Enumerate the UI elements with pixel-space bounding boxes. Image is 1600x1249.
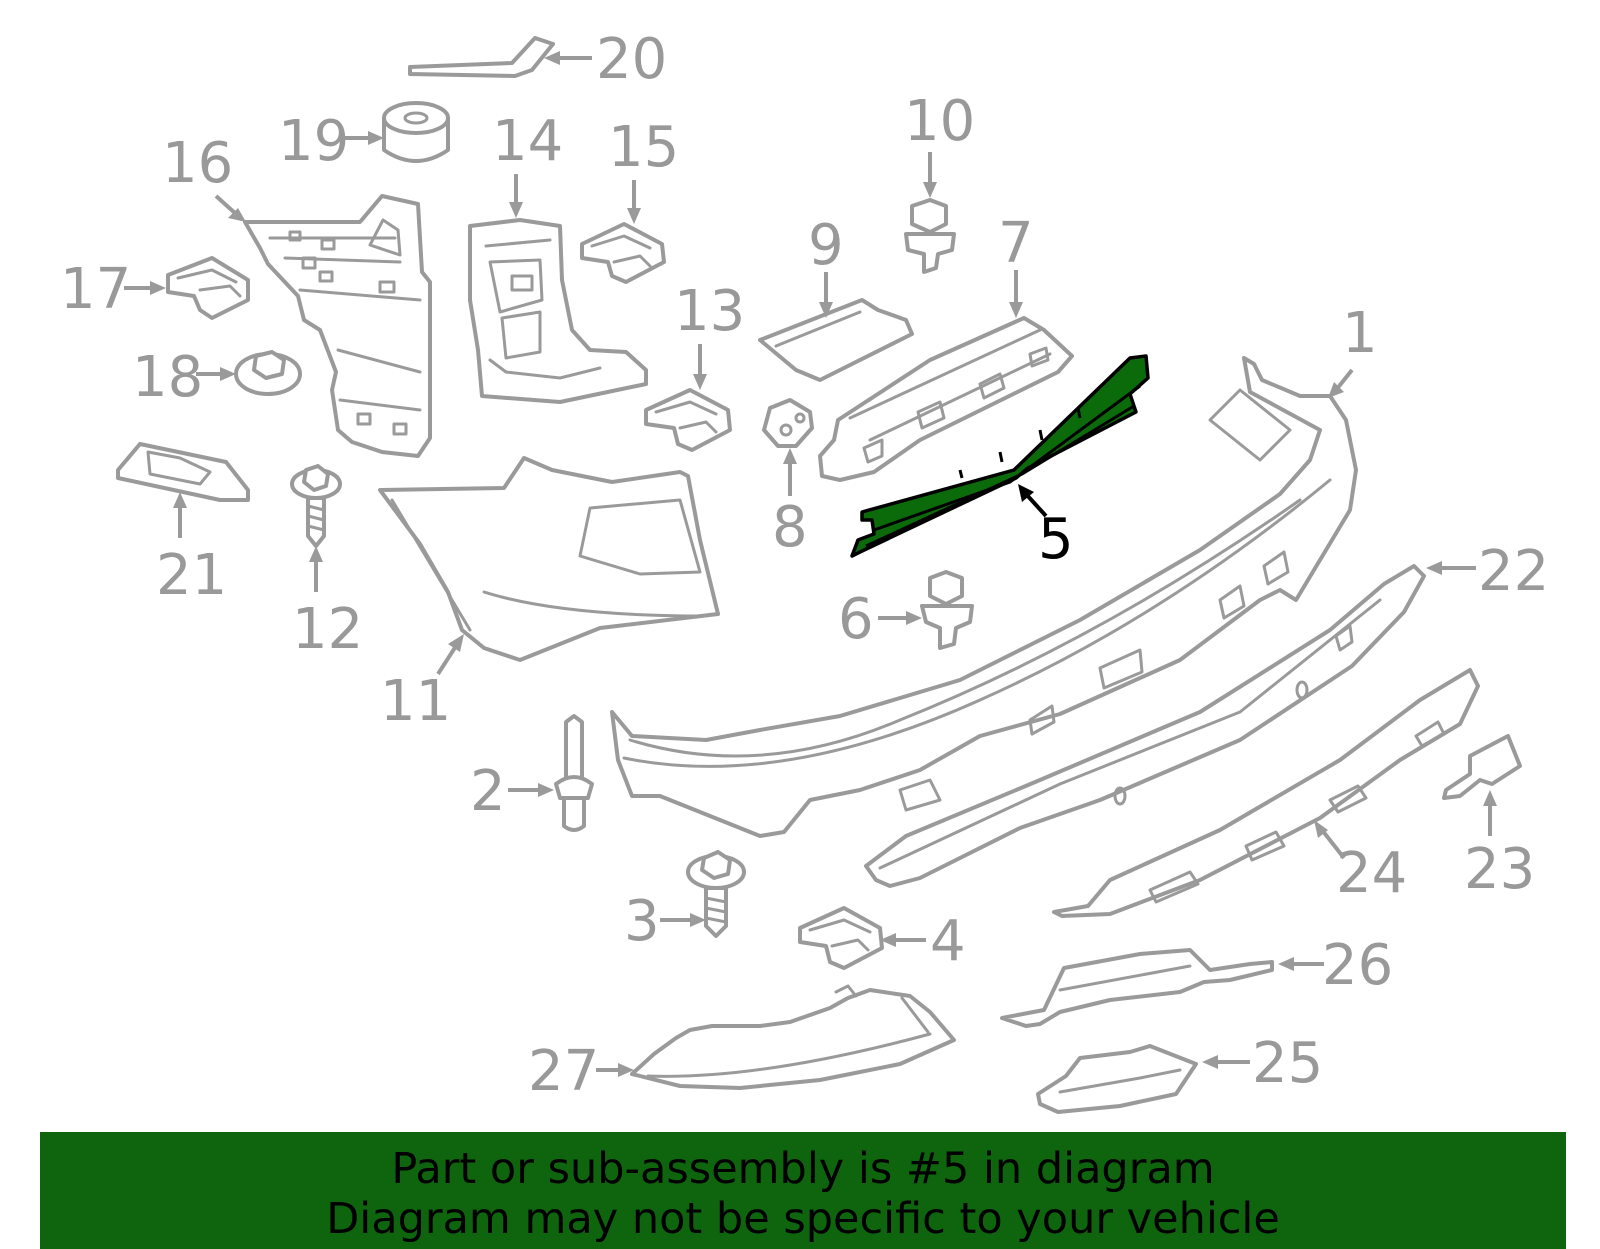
info-banner: Part or sub-assembly is #5 in diagram Di… bbox=[40, 1132, 1566, 1249]
part-11 bbox=[378, 456, 720, 662]
label-4: 4 bbox=[930, 909, 966, 974]
part-19 bbox=[382, 101, 450, 163]
banner-line-1: Part or sub-assembly is #5 in diagram bbox=[391, 1144, 1215, 1194]
part-13 bbox=[644, 388, 732, 452]
part-20 bbox=[408, 36, 555, 78]
label-17: 17 bbox=[60, 257, 131, 322]
label-10: 10 bbox=[904, 89, 975, 154]
part-12 bbox=[290, 464, 342, 548]
label-20: 20 bbox=[596, 27, 667, 92]
label-15: 15 bbox=[608, 115, 679, 180]
label-12: 12 bbox=[292, 597, 363, 662]
banner-line-2: Diagram may not be specific to your vehi… bbox=[326, 1194, 1280, 1244]
label-2: 2 bbox=[470, 759, 506, 824]
label-7: 7 bbox=[998, 211, 1034, 276]
label-9: 9 bbox=[808, 213, 844, 278]
part-27 bbox=[630, 984, 956, 1090]
part-16 bbox=[243, 194, 432, 458]
label-13: 13 bbox=[674, 279, 745, 344]
part-25 bbox=[1036, 1044, 1198, 1114]
label-3: 3 bbox=[624, 889, 660, 954]
part-7 bbox=[818, 316, 1074, 482]
part-22 bbox=[864, 564, 1426, 888]
part-23 bbox=[1442, 734, 1522, 800]
part-17 bbox=[166, 256, 250, 320]
part-2 bbox=[554, 714, 594, 832]
part-3 bbox=[686, 850, 746, 938]
part-21 bbox=[116, 442, 250, 502]
label-26: 26 bbox=[1322, 933, 1393, 998]
label-16: 16 bbox=[162, 131, 233, 196]
label-27: 27 bbox=[528, 1039, 599, 1104]
label-5: 5 bbox=[1038, 507, 1074, 572]
label-6: 6 bbox=[838, 587, 874, 652]
part-9 bbox=[758, 298, 914, 382]
part-18 bbox=[234, 350, 302, 396]
part-1 bbox=[610, 356, 1358, 838]
leader-arrows bbox=[124, 51, 1497, 1077]
part-24 bbox=[1052, 668, 1480, 918]
callout-labels: 20 19 14 15 16 17 18 21 12 11 13 9 10 7 … bbox=[60, 27, 1549, 1104]
part-10 bbox=[904, 198, 956, 274]
label-8: 8 bbox=[772, 495, 808, 560]
label-23: 23 bbox=[1464, 837, 1535, 902]
label-1: 1 bbox=[1342, 301, 1378, 366]
label-22: 22 bbox=[1478, 539, 1549, 604]
part-26 bbox=[1000, 948, 1274, 1028]
label-11: 11 bbox=[380, 669, 451, 734]
part-5-highlighted[interactable] bbox=[850, 354, 1150, 558]
label-21: 21 bbox=[156, 543, 227, 608]
label-14: 14 bbox=[492, 109, 563, 174]
part-14 bbox=[468, 218, 648, 404]
label-25: 25 bbox=[1252, 1031, 1323, 1096]
part-15 bbox=[580, 222, 666, 284]
label-24: 24 bbox=[1336, 841, 1407, 906]
part-8 bbox=[762, 398, 814, 448]
part-6 bbox=[920, 570, 974, 650]
label-18: 18 bbox=[132, 345, 203, 410]
part-4 bbox=[798, 906, 884, 970]
label-19: 19 bbox=[278, 109, 349, 174]
